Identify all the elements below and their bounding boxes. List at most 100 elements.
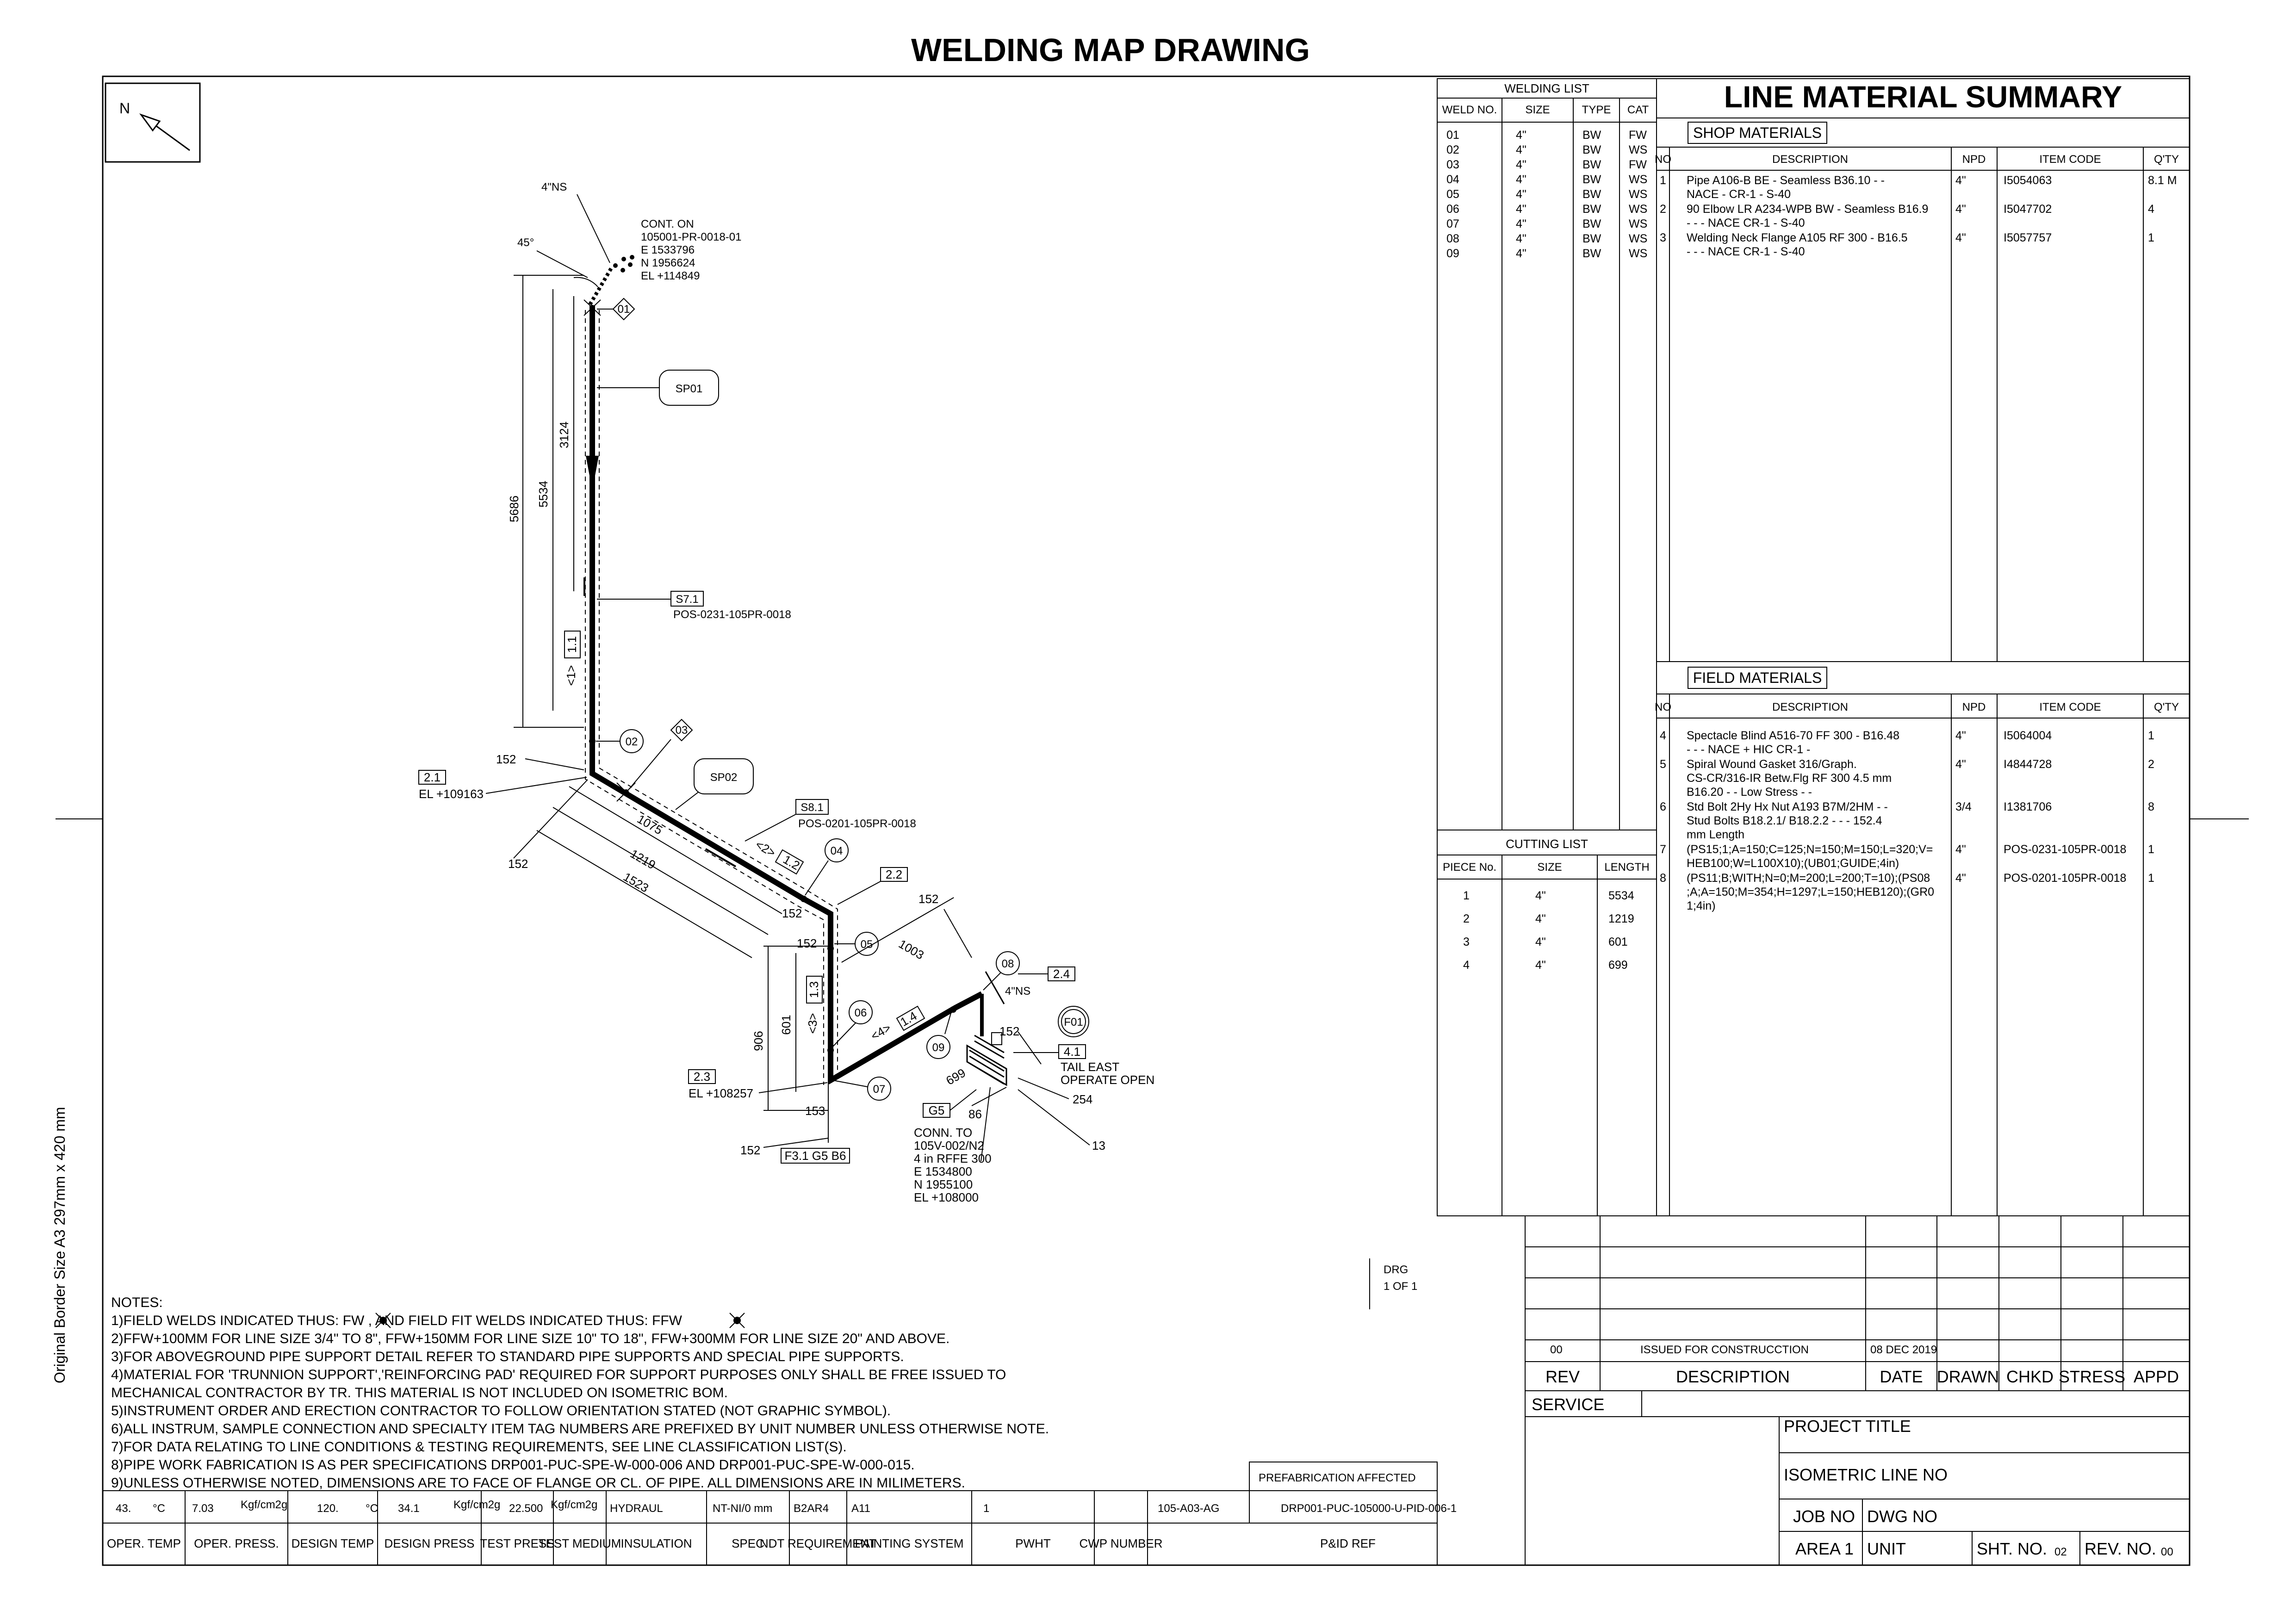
rev-header: REV [1545,1367,1580,1386]
weld-no-cell: 04 [1446,173,1459,186]
material-qty-cell: 1 [2148,872,2154,885]
material-desc-cell: B16.20 - - Low Stress - - [1687,786,1812,799]
material-npd-cell: 4" [1955,203,1966,216]
weld-no-cell: 07 [1446,217,1459,230]
material-desc-cell: HEB100;W=L100X10);(UB01;GUIDE;4in) [1687,857,1899,870]
weld-cat-cell: WS [1629,247,1647,260]
weld-number: 01 [618,303,630,316]
weld-number: 09 [932,1041,945,1054]
material-desc-cell: Welding Neck Flange A105 RF 300 - B16.5 [1687,231,1908,244]
material-desc-cell: - - - NACE CR-1 - S-40 [1687,217,1805,229]
weld-type-cell: BW [1582,247,1601,260]
material-qty-cell: 1 [2148,843,2154,856]
weld-no-cell: 05 [1446,188,1459,201]
line-data-label: CWP NUMBER [1079,1536,1162,1550]
weld-size-cell: 4" [1516,232,1527,245]
weld-type-cell: BW [1582,217,1601,230]
pipe-route-main [590,305,983,1085]
material-npd-cell: 4" [1955,231,1966,244]
lms-header: Q'TY [2154,701,2179,713]
weld-dot [827,945,834,952]
tag-box [923,1103,950,1118]
dim-line [1018,1078,1069,1099]
dim-152-e: 152 [918,892,938,906]
weld-number: 02 [626,736,638,748]
material-no-cell: 7 [1660,843,1666,856]
notes-title: NOTES: [111,1295,163,1310]
support-s71: S7.1 [676,593,698,606]
flow-arrow-icon [586,456,599,490]
weld-size-cell: 4" [1516,158,1527,171]
cont-line: EL +114849 [641,270,700,282]
cl-header: PIECE No. [1443,861,1496,873]
material-npd-cell: 4" [1955,758,1966,771]
weld-number: 04 [831,845,843,857]
weld-type-cell: BW [1582,173,1601,186]
dim-152-f: 152 [740,1143,760,1157]
material-no-cell: 8 [1660,872,1666,885]
test-press-unit: Kgf/cm2g [551,1499,597,1511]
spool-sp02: SP02 [694,758,754,794]
note-line: 8)PIPE WORK FABRICATION IS AS PER SPECIF… [111,1457,915,1473]
weld-size-cell: 4" [1516,129,1527,142]
design-temp-value: 120. [317,1502,339,1515]
piece-no-cell: 3 [1463,935,1470,948]
weld-type-cell: BW [1582,143,1601,156]
weld-cat-cell: WS [1629,203,1647,216]
job-no-label: JOB NO [1793,1507,1855,1526]
welding-list-title: WELDING LIST [1504,81,1589,95]
cutting-list-title: CUTTING LIST [1506,837,1588,851]
pid-value: DRP001-PUC-105000-U-PID-006-1 [1281,1502,1457,1515]
note-line: 3)FOR ABOVEGROUND PIPE SUPPORT DETAIL RE… [111,1349,904,1364]
support-mark [705,848,737,867]
spool-label: SP02 [710,771,738,784]
tag-2-1: 2.1 [424,770,441,784]
note-line: 6)ALL INSTRUM, SAMPLE CONNECTION AND SPE… [111,1421,1049,1437]
field-weld-symbol [375,1313,391,1328]
spool-label: SP01 [676,383,703,395]
lms-header: DESCRIPTION [1772,701,1848,713]
field-materials-label: FIELD MATERIALS [1693,669,1822,686]
tag-box [781,1148,850,1164]
material-qty-cell: 8 [2148,800,2154,813]
weld-size-cell: 4" [1516,173,1527,186]
material-no-cell: 5 [1660,758,1666,771]
material-no-cell: 6 [1660,800,1666,813]
dim-152-g: 152 [999,1024,1019,1038]
painting-value: 1 [983,1502,989,1515]
dim-152-c: 152 [782,906,802,920]
dim-152-b: 152 [508,857,528,871]
material-npd-cell: 4" [1955,174,1966,187]
weld-leader [832,1022,856,1047]
rev-header: STRESS [2059,1367,2125,1386]
piece-4-label: <4> [869,1021,894,1043]
material-npd-cell: 4" [1955,843,1966,856]
field-fit-weld-symbol [729,1313,745,1328]
weld-leader [832,1080,870,1088]
material-desc-cell: Stud Bolts B18.2.1/ B18.2.2 - - - 152.4 [1687,814,1882,827]
el-2-3: EL +108257 [689,1086,753,1100]
support-tag-box [795,799,829,815]
wl-header: SIZE [1525,104,1550,116]
weld-cat-cell: WS [1629,173,1647,186]
weld-type-cell: BW [1582,188,1601,201]
tag-box [688,1069,716,1084]
tag-4-1: 4.1 [1064,1045,1080,1059]
weld-number: 08 [1002,958,1014,970]
material-desc-cell: NACE - CR-1 - S-40 [1687,188,1791,201]
rev-date: 08 DEC 2019 [1870,1344,1937,1356]
cl-header: SIZE [1537,861,1562,873]
weld-cat-cell: WS [1629,217,1647,230]
cont-line: E 1533796 [641,244,695,256]
line-data-label: TEST MEDIUM [539,1536,621,1550]
oper-temp-value: 43. [116,1502,131,1515]
field-weld-marker [583,299,601,316]
tag-leader [949,1089,977,1111]
conn-line: E 1534800 [914,1165,972,1178]
weld-size-cell: 4" [1516,143,1527,156]
weld-no-cell: 03 [1446,158,1459,171]
dim-86: 86 [968,1107,982,1121]
title-block: SERVICE PROJECT TITLE ISOMETRIC LINE NO … [1525,1390,2190,1566]
